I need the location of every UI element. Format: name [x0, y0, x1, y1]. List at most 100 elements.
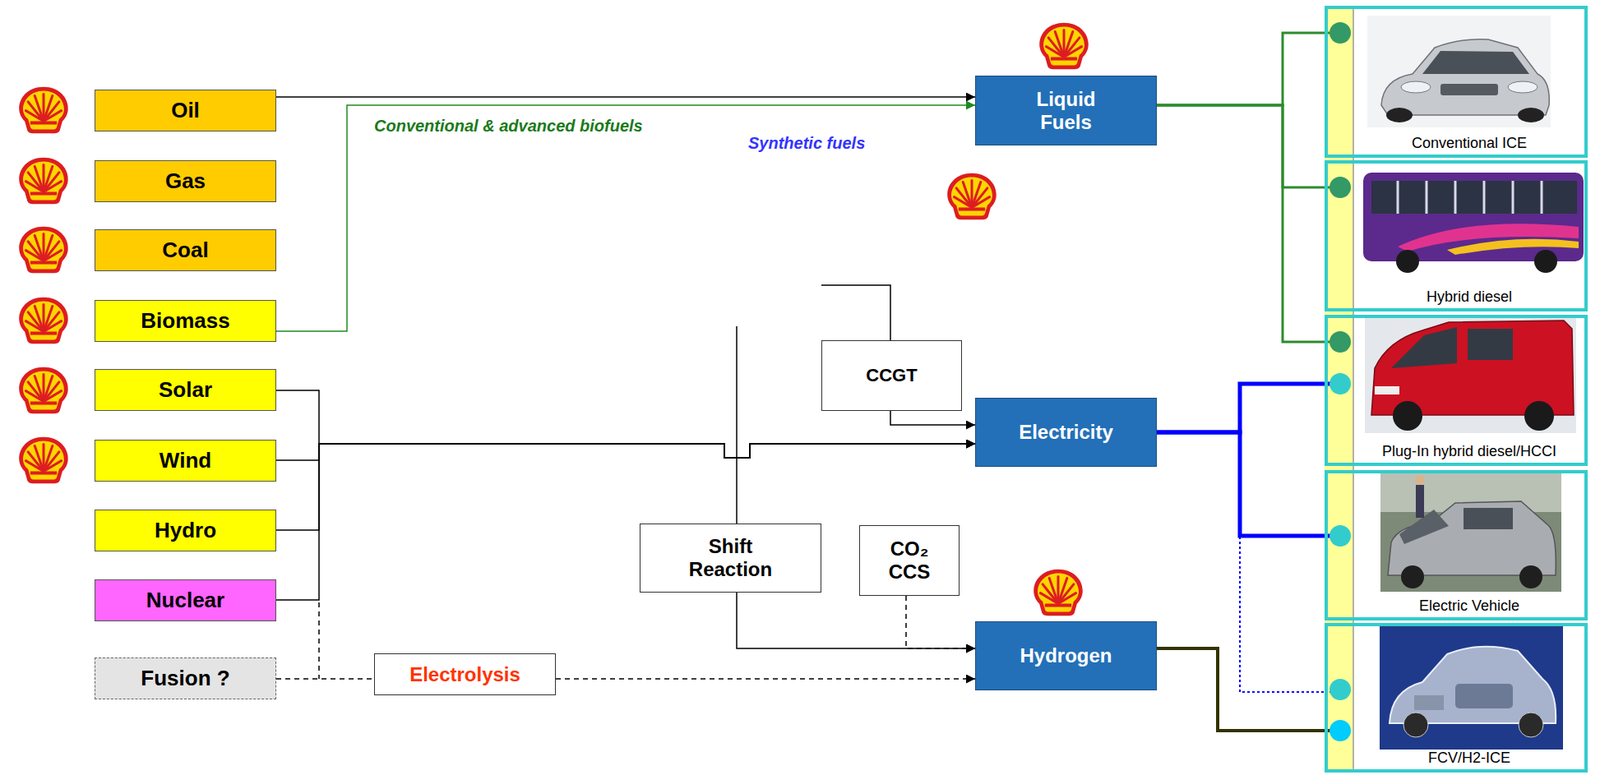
shell-logo: [18, 367, 69, 415]
box-label: CO₂ CCS: [888, 537, 931, 583]
box-label: Electrolysis: [409, 663, 521, 687]
process-box: CO₂ CCS: [859, 525, 960, 597]
connector-dot: [1329, 720, 1351, 742]
shell-logo: [18, 157, 69, 205]
connector-dot: [1329, 176, 1351, 199]
fcv-body: [1389, 647, 1556, 724]
car-lamp: [1401, 81, 1431, 93]
process-box: Electrolysis: [374, 653, 556, 696]
shell-logo: [18, 437, 69, 485]
source-box: Oil: [94, 89, 277, 132]
connector: [1156, 648, 1325, 731]
edge-label: Conventional & advanced biofuels: [372, 116, 645, 136]
connector: [276, 443, 976, 461]
stub-line: [821, 285, 891, 341]
shell-logo: [18, 87, 69, 135]
source-box: Gas: [94, 160, 277, 203]
stub-lines: [319, 285, 891, 680]
connector-dot: [1329, 525, 1351, 547]
vehicle-ev: [1380, 471, 1562, 592]
carrier-box: Electricity: [975, 397, 1157, 468]
shell-logo: [947, 173, 997, 221]
vehicle-fcv: [1379, 624, 1564, 750]
source-box: Fusion ?: [94, 657, 277, 700]
connector: [736, 592, 976, 649]
vehicle-caption: Hybrid diesel: [1355, 289, 1583, 306]
vehicle-van: [1364, 316, 1577, 434]
person: [1415, 485, 1425, 518]
connector: [276, 96, 976, 98]
connector: [276, 105, 976, 332]
connector: [890, 411, 976, 426]
car-wheel: [1517, 107, 1545, 123]
connector: [276, 443, 976, 601]
box-label: Electricity: [1018, 420, 1114, 444]
shell-logo: [1039, 23, 1089, 70]
ev-window: [1463, 508, 1513, 530]
shell-logo: [18, 297, 69, 345]
connector: [555, 678, 976, 680]
person: [1415, 475, 1425, 486]
carrier-box: Liquid Fuels: [975, 75, 1157, 146]
source-box: Solar: [94, 369, 277, 412]
vehicle-caption: FCV/H2-ICE: [1355, 750, 1583, 768]
bus-wheel: [1396, 249, 1420, 273]
connector: [276, 678, 375, 680]
box-label: Wind: [159, 448, 212, 474]
bus-body: [1363, 172, 1584, 262]
vehicle-caption: Electric Vehicle: [1355, 598, 1583, 616]
car-wheel: [1386, 107, 1413, 123]
vehicle-caption: Plug-In hybrid diesel/HCCI: [1355, 443, 1583, 461]
stub-line: [318, 602, 320, 680]
connector: [1156, 383, 1325, 433]
van-wheel: [1524, 401, 1554, 431]
van-window: [1391, 327, 1457, 369]
car-lamp: [1507, 81, 1538, 93]
carrier-box: Hydrogen: [975, 621, 1157, 691]
vehicle-panel: Plug-In hybrid diesel/HCCI: [1324, 314, 1588, 467]
bus-windows: [1371, 180, 1577, 214]
bus-wheel: [1534, 249, 1558, 273]
box-label: Nuclear: [146, 588, 225, 614]
shell-logos: [18, 23, 1089, 617]
connector-dot: [1329, 679, 1351, 701]
connector: [1156, 432, 1325, 693]
van-lamp: [1374, 386, 1400, 395]
stub-line: [735, 326, 738, 524]
ev-wheel: [1519, 565, 1543, 589]
vehicle-panel: FCV/H2-ICE: [1324, 623, 1588, 773]
process-box: CCGT: [821, 340, 962, 412]
connector-dot: [1329, 22, 1351, 44]
bus-pillars: [1397, 180, 1542, 214]
source-box: Coal: [94, 229, 277, 272]
source-box: Wind: [94, 439, 277, 482]
vehicle-panel: Conventional ICE: [1324, 5, 1588, 158]
vehicle-caption: Conventional ICE: [1355, 135, 1583, 153]
shell-logo: [1033, 569, 1083, 617]
vehicle-panel: Hybrid diesel: [1324, 160, 1588, 312]
source-box: Hydro: [94, 509, 277, 552]
fcv-stack: [1414, 695, 1444, 711]
vehicle-bus: [1363, 172, 1584, 273]
photo-ground: [1364, 316, 1577, 434]
connector-dots: [1324, 22, 1351, 742]
bus-stripe: [1447, 239, 1579, 255]
photo-ground: [1367, 15, 1551, 128]
box-label: Liquid Fuels: [1036, 87, 1096, 134]
car-body: [1381, 39, 1550, 116]
box-label: Biomass: [140, 309, 230, 334]
box-label: Oil: [171, 98, 200, 124]
photo-ground: [1380, 471, 1562, 592]
box-label: Gas: [165, 169, 206, 195]
box-label: Solar: [158, 378, 213, 403]
box-label: Shift Reaction: [689, 535, 773, 581]
source-box: Biomass: [94, 300, 277, 343]
box-label: Coal: [161, 238, 209, 264]
box-label: Hydro: [154, 518, 217, 544]
connector-dot: [1329, 373, 1351, 395]
connector: [1156, 105, 1325, 188]
ev-wheel: [1401, 565, 1425, 589]
ev-body: [1387, 501, 1556, 576]
strip-edge: [1352, 5, 1355, 773]
